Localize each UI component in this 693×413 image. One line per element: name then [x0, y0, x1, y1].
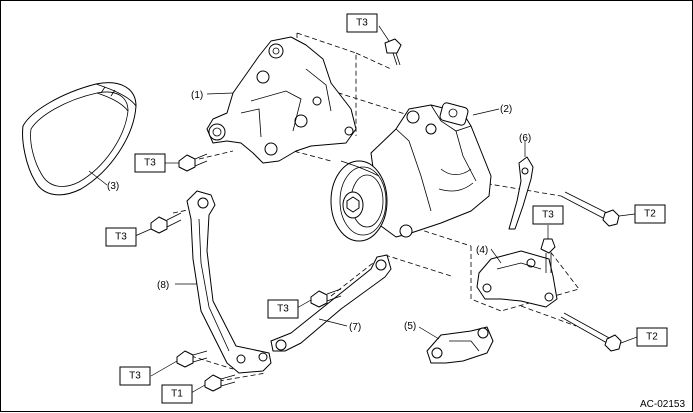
bolt-top: [384, 38, 402, 66]
torque-tag-t3-stay: T3: [105, 227, 137, 247]
svg-text:T3: T3: [356, 18, 368, 29]
callout-5: (5): [404, 321, 416, 332]
compressor-lower-mount: [476, 250, 558, 308]
bolt-stay-bottom: [204, 374, 236, 392]
svg-text:T1: T1: [171, 389, 183, 400]
drive-belt: [22, 82, 137, 196]
torque-tag-t3-top: T3: [346, 13, 378, 33]
torque-tag-t1: T1: [161, 384, 193, 404]
callout-6: (6): [519, 133, 531, 144]
callout-7: (7): [349, 322, 361, 333]
figure-id: AC-02153: [640, 399, 685, 410]
svg-text:T3: T3: [144, 158, 156, 169]
torque-tag-t3-lower: T3: [267, 299, 299, 319]
leader-lines: [88, 25, 638, 394]
callout-2: (2): [500, 104, 512, 115]
svg-text:T3: T3: [277, 304, 289, 315]
compressor-bracket: [206, 36, 357, 164]
svg-text:T2: T2: [646, 332, 658, 343]
torque-tag-t3-right: T3: [532, 205, 564, 225]
svg-text:T3: T3: [542, 210, 554, 221]
bolt-stay-upper: [150, 212, 182, 234]
long-stay: [186, 190, 272, 374]
long-bolt-upper: [560, 191, 620, 227]
bolt-mount-vertical: [540, 238, 556, 273]
long-bolt-lower: [560, 312, 622, 352]
bolt-stay-lower: [176, 350, 208, 368]
callout-8: (8): [157, 280, 169, 291]
bolt-left: [178, 153, 208, 172]
torque-tag-t2-lower: T2: [636, 327, 668, 347]
svg-text:T3: T3: [129, 371, 141, 382]
svg-text:T2: T2: [644, 209, 656, 220]
torque-tag-t3-left: T3: [134, 153, 166, 173]
short-stay: [270, 254, 392, 352]
ac-compressor: [330, 102, 492, 242]
callout-1: (1): [191, 90, 203, 101]
torque-tag-t2-upper: T2: [634, 204, 666, 224]
callout-3: (3): [107, 181, 119, 192]
pipe-clamp-bracket: [508, 156, 534, 230]
bolt-short-stay: [310, 288, 342, 308]
torque-tag-t3-bottom: T3: [119, 366, 151, 386]
small-bracket: [426, 326, 494, 364]
callout-4: (4): [476, 245, 488, 256]
svg-text:T3: T3: [115, 232, 127, 243]
part-callouts: (1) (2) (3) (4) (5) (6) (7) (8): [107, 90, 531, 333]
